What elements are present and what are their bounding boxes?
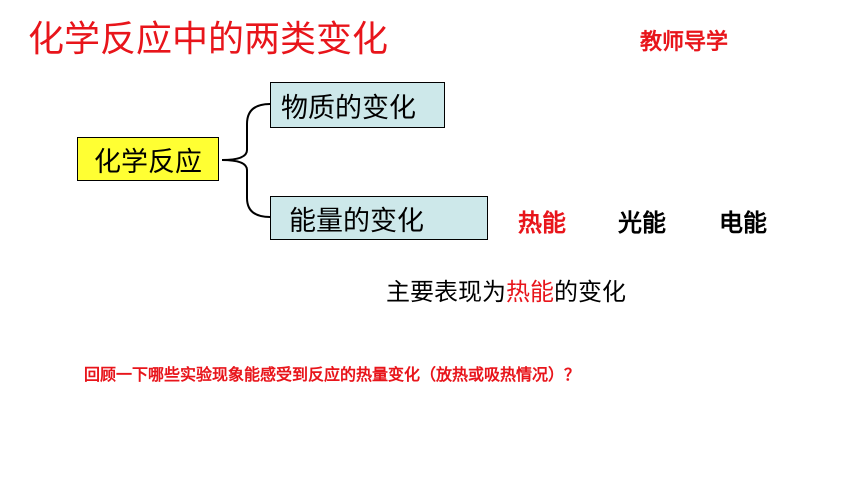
branch-node-energy: 能量的变化: [270, 196, 488, 240]
energy-form-light: 光能: [618, 209, 666, 237]
summary-text: 主要表现为热能的变化: [386, 272, 626, 307]
section-tag: 教师导学: [640, 30, 729, 55]
energy-form-electric: 电能: [719, 209, 767, 237]
summary-prefix: 主要表现为: [386, 278, 506, 306]
root-node: 化学反应: [77, 137, 219, 181]
energy-form-heat: 热能: [518, 209, 566, 237]
page-title: 化学反应中的两类变化: [28, 19, 389, 60]
summary-suffix: 的变化: [554, 278, 626, 306]
summary-highlight: 热能: [506, 278, 554, 306]
branch-node-matter: 物质的变化: [270, 82, 445, 128]
review-question: 回顾一下哪些实验现象能感受到反应的热量变化（放热或吸热情况）？: [84, 365, 581, 384]
